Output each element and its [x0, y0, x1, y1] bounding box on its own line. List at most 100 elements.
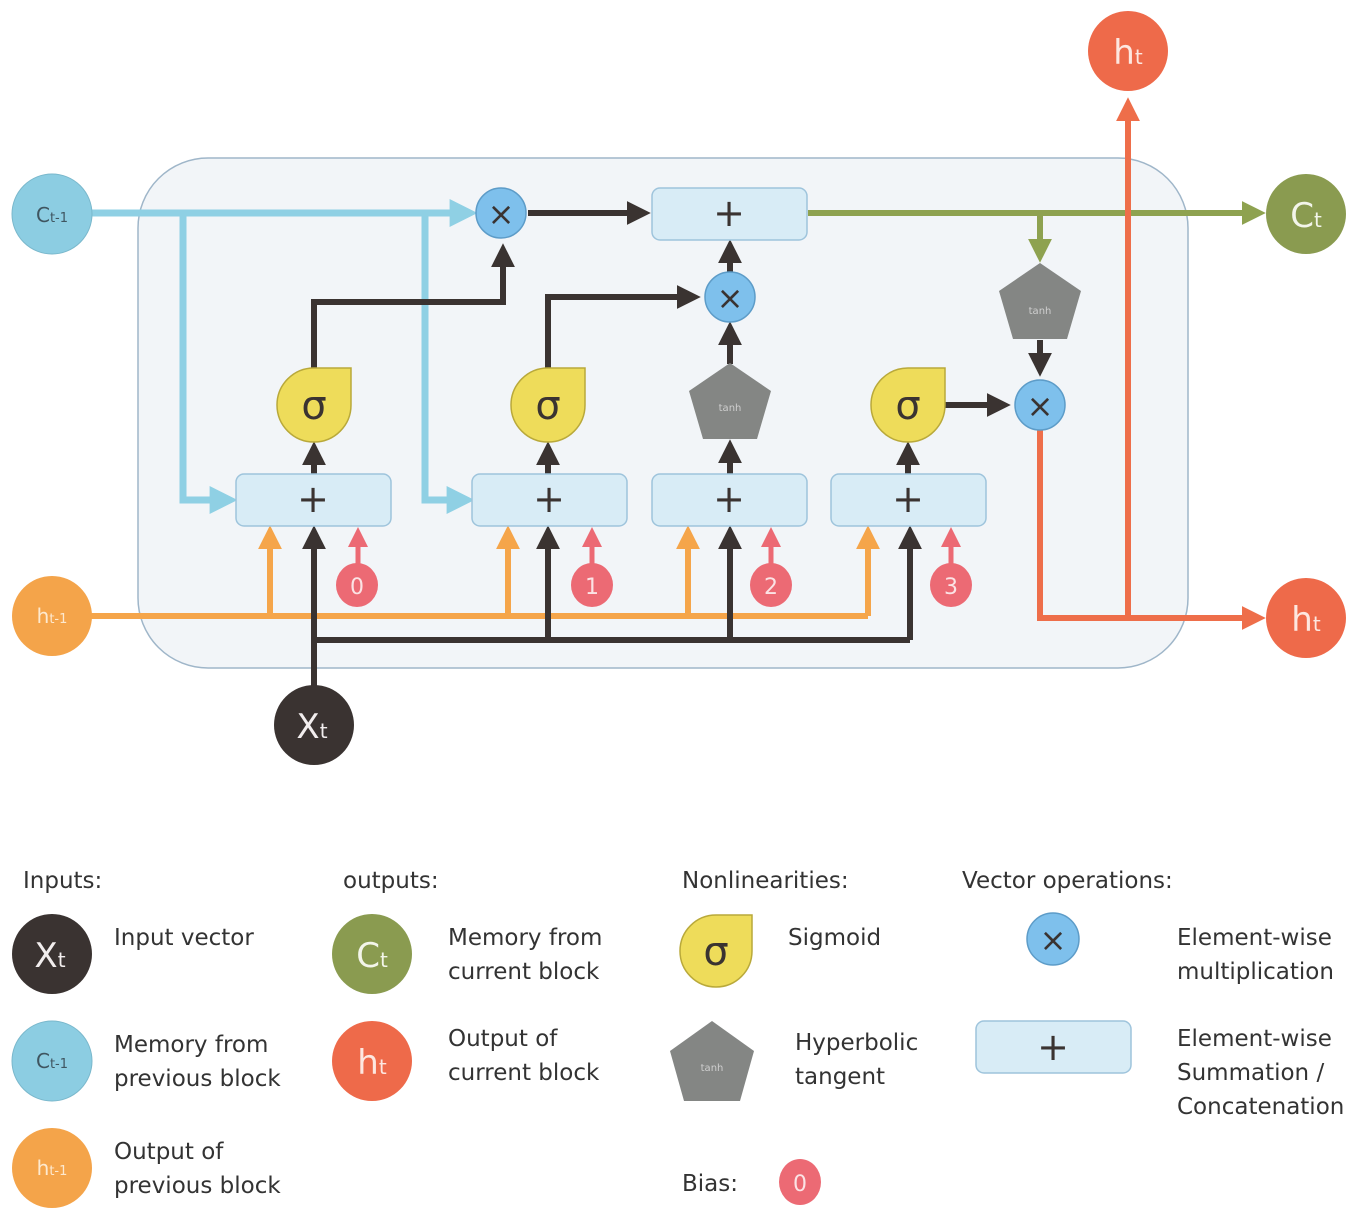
- lstm-cell-block: [137, 157, 1189, 669]
- svg-text:Summation /: Summation /: [1177, 1060, 1324, 1086]
- bias-3: 3: [930, 563, 972, 607]
- legend-outputs-title: outputs:: [343, 868, 439, 894]
- svg-text:Ct-1: Ct-1: [36, 203, 68, 227]
- svg-text:tanh: tanh: [701, 1063, 724, 1074]
- legend-bias-title: Bias:: [682, 1171, 738, 1197]
- node-h-prev: ht-1: [12, 576, 92, 656]
- bias-2: 2: [750, 563, 792, 607]
- legend-item-input-vector: Xt Input vector: [12, 914, 254, 994]
- memory-lines: [90, 199, 478, 514]
- svg-text:×: ×: [488, 195, 515, 233]
- svg-text:ht-1: ht-1: [37, 1156, 68, 1180]
- svg-text:Output of: Output of: [448, 1026, 558, 1052]
- legend-item-memory-current: Ct Memory from current block: [332, 914, 602, 994]
- svg-text:3: 3: [944, 575, 958, 600]
- internal-lines: [302, 201, 1052, 474]
- svg-text:+: +: [892, 477, 924, 521]
- svg-text:Xt: Xt: [34, 936, 65, 976]
- svg-text:current block: current block: [448, 959, 600, 985]
- svg-text:Element-wise: Element-wise: [1177, 925, 1332, 951]
- legend-item-hidden-prev: ht-1 Output of previous block: [12, 1128, 281, 1208]
- mult-input: ×: [704, 271, 756, 323]
- node-h-t-top: ht: [1088, 11, 1168, 91]
- memory-line-input: [421, 213, 475, 514]
- mult-forget: ×: [475, 187, 527, 239]
- svg-text:+: +: [533, 477, 565, 521]
- tanh-icon: [670, 1021, 754, 1101]
- svg-text:tanh: tanh: [719, 403, 742, 414]
- sum-box-cell: +: [651, 187, 808, 241]
- svg-text:×: ×: [1040, 921, 1067, 959]
- tanh-icon: [999, 263, 1081, 339]
- svg-text:+: +: [713, 477, 745, 521]
- hidden-lines: [90, 525, 880, 619]
- sigmoid-gate-input: σ: [510, 367, 586, 443]
- legend-item-multiplication: ×: [1026, 912, 1080, 966]
- svg-text:0: 0: [793, 1172, 807, 1197]
- svg-text:ht: ht: [357, 1043, 387, 1083]
- sum-box-output: +: [830, 473, 987, 527]
- cell-output-lines: [808, 201, 1266, 263]
- sigmoid-icon: [679, 914, 753, 988]
- svg-text:×: ×: [1027, 387, 1054, 425]
- legend-item-tanh: tanh: [670, 1021, 754, 1101]
- hidden-output-lines: [1037, 97, 1266, 630]
- svg-text:multiplication: multiplication: [1177, 959, 1334, 985]
- svg-text:previous block: previous block: [114, 1066, 281, 1092]
- svg-text:tangent: tangent: [795, 1064, 885, 1090]
- svg-text:+: +: [713, 191, 745, 235]
- svg-text:Ct-1: Ct-1: [36, 1049, 68, 1073]
- bias-0: 0: [336, 563, 378, 607]
- node-c-t: Ct: [1266, 174, 1346, 254]
- input-lines: [302, 525, 922, 688]
- node-h-t-right: ht: [1266, 578, 1346, 658]
- sigmoid-gate-output: σ: [870, 367, 946, 443]
- sum-box-input: +: [471, 473, 628, 527]
- svg-text:1: 1: [585, 575, 599, 600]
- sigmoid-icon: [276, 367, 352, 443]
- svg-text:Element-wise: Element-wise: [1177, 1026, 1332, 1052]
- legend-item-memory-prev: Ct-1 Memory from previous block: [11, 1020, 281, 1102]
- svg-text:2: 2: [764, 575, 778, 600]
- bias-1: 1: [571, 563, 613, 607]
- svg-text:ht-1: ht-1: [37, 604, 68, 628]
- tanh-candidate: tanh: [689, 363, 771, 439]
- svg-text:Memory from: Memory from: [448, 925, 602, 951]
- sigmoid-icon: [510, 367, 586, 443]
- svg-text:ht: ht: [1291, 600, 1321, 640]
- svg-text:σ: σ: [535, 383, 560, 429]
- svg-text:Concatenation: Concatenation: [1177, 1094, 1344, 1120]
- svg-text:tanh: tanh: [1029, 306, 1052, 317]
- svg-text:Ct: Ct: [356, 936, 388, 976]
- svg-text:Output of: Output of: [114, 1139, 224, 1165]
- legend-nonlinearities-title: Nonlinearities:: [682, 868, 849, 894]
- svg-text:previous block: previous block: [114, 1173, 281, 1199]
- bias-arrows: [348, 527, 961, 566]
- sigmoid-icon: [870, 367, 946, 443]
- sum-box-candidate: +: [651, 473, 808, 527]
- legend-item-bias: 0: [779, 1159, 821, 1205]
- svg-text:+: +: [297, 477, 329, 521]
- svg-text:σ: σ: [703, 929, 728, 975]
- legend-vector-ops-title: Vector operations:: [962, 868, 1173, 894]
- legend-item-sigmoid: σ: [679, 914, 753, 988]
- tanh-icon: [689, 363, 771, 439]
- svg-text:Memory from: Memory from: [114, 1032, 268, 1058]
- sigmoid-gate-forget: σ: [276, 367, 352, 443]
- memory-line-forget: [179, 213, 238, 514]
- svg-text:0: 0: [350, 575, 364, 600]
- legend-item-output-current: ht Output of current block: [332, 1021, 600, 1101]
- svg-text:ht: ht: [1113, 33, 1143, 73]
- legend-item-summation: +: [975, 1020, 1132, 1074]
- svg-text:×: ×: [717, 279, 744, 317]
- node-x-t: Xt: [274, 685, 354, 765]
- svg-text:Hyperbolic: Hyperbolic: [795, 1030, 918, 1056]
- legend: Inputs: Xt Input vector Ct-1 Memory from…: [11, 868, 1344, 1208]
- svg-text:+: +: [1037, 1025, 1069, 1069]
- tanh-cell: tanh: [999, 263, 1081, 339]
- svg-text:σ: σ: [895, 383, 920, 429]
- node-c-prev: Ct-1: [11, 173, 93, 255]
- svg-text:Sigmoid: Sigmoid: [788, 925, 881, 951]
- sum-box-forget: +: [235, 473, 392, 527]
